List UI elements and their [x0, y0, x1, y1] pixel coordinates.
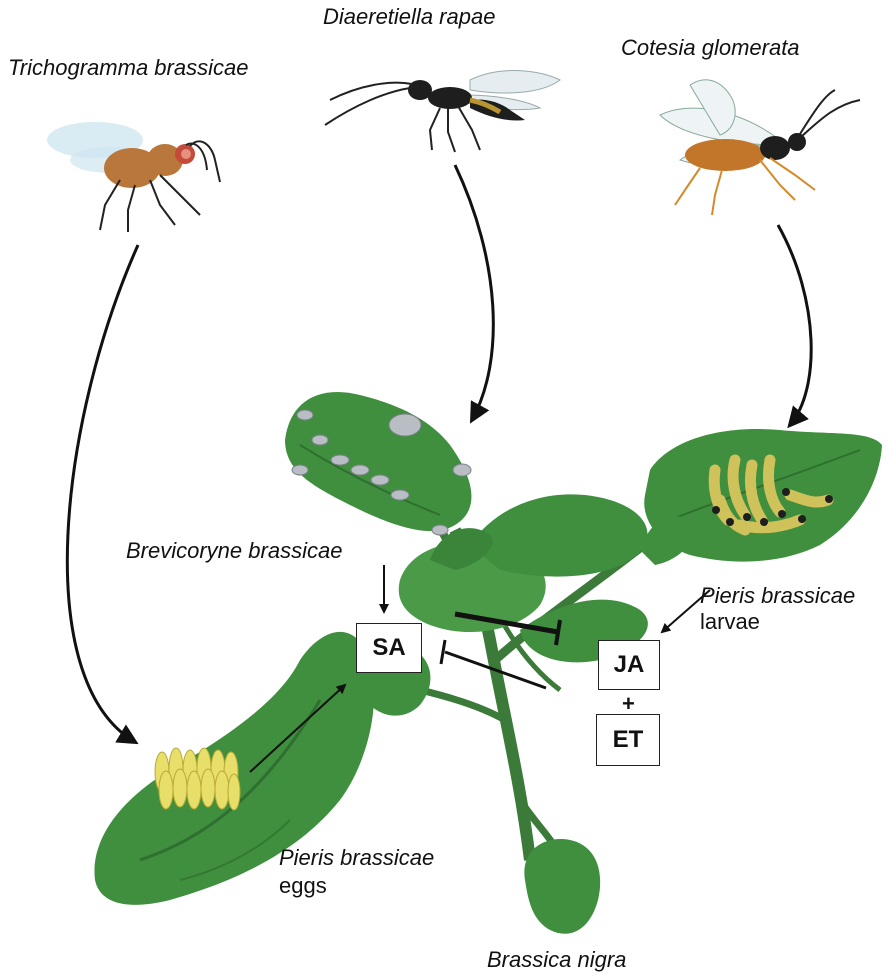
cotesia-label: Cotesia glomerata [621, 35, 800, 61]
pieris-eggs-name: Pieris brassicae [279, 845, 434, 871]
pieris-larvae-name: Pieris brassicae [700, 583, 855, 609]
trichogramma-wasp-icon [47, 122, 220, 232]
diaeretiella-to-aphids-arrow [455, 165, 493, 420]
trichogramma-to-eggs-arrow [67, 245, 138, 742]
cotesia-to-larvae-arrow [778, 225, 811, 425]
et-box: ET [596, 714, 660, 766]
diaeretiella-label: Diaeretiella rapae [323, 4, 495, 30]
pieris-larvae-stage: larvae [700, 609, 760, 635]
diaeretiella-wasp-icon [325, 71, 560, 152]
trichogramma-label: Trichogramma brassicae [8, 55, 248, 81]
cotesia-wasp-icon [660, 80, 860, 215]
plant-label: Brassica nigra [487, 947, 626, 973]
sa-box: SA [356, 623, 422, 673]
brevicoryne-label: Brevicoryne brassicae [126, 538, 342, 564]
pieris-eggs-stage: eggs [279, 873, 327, 899]
ja-box: JA [598, 640, 660, 690]
